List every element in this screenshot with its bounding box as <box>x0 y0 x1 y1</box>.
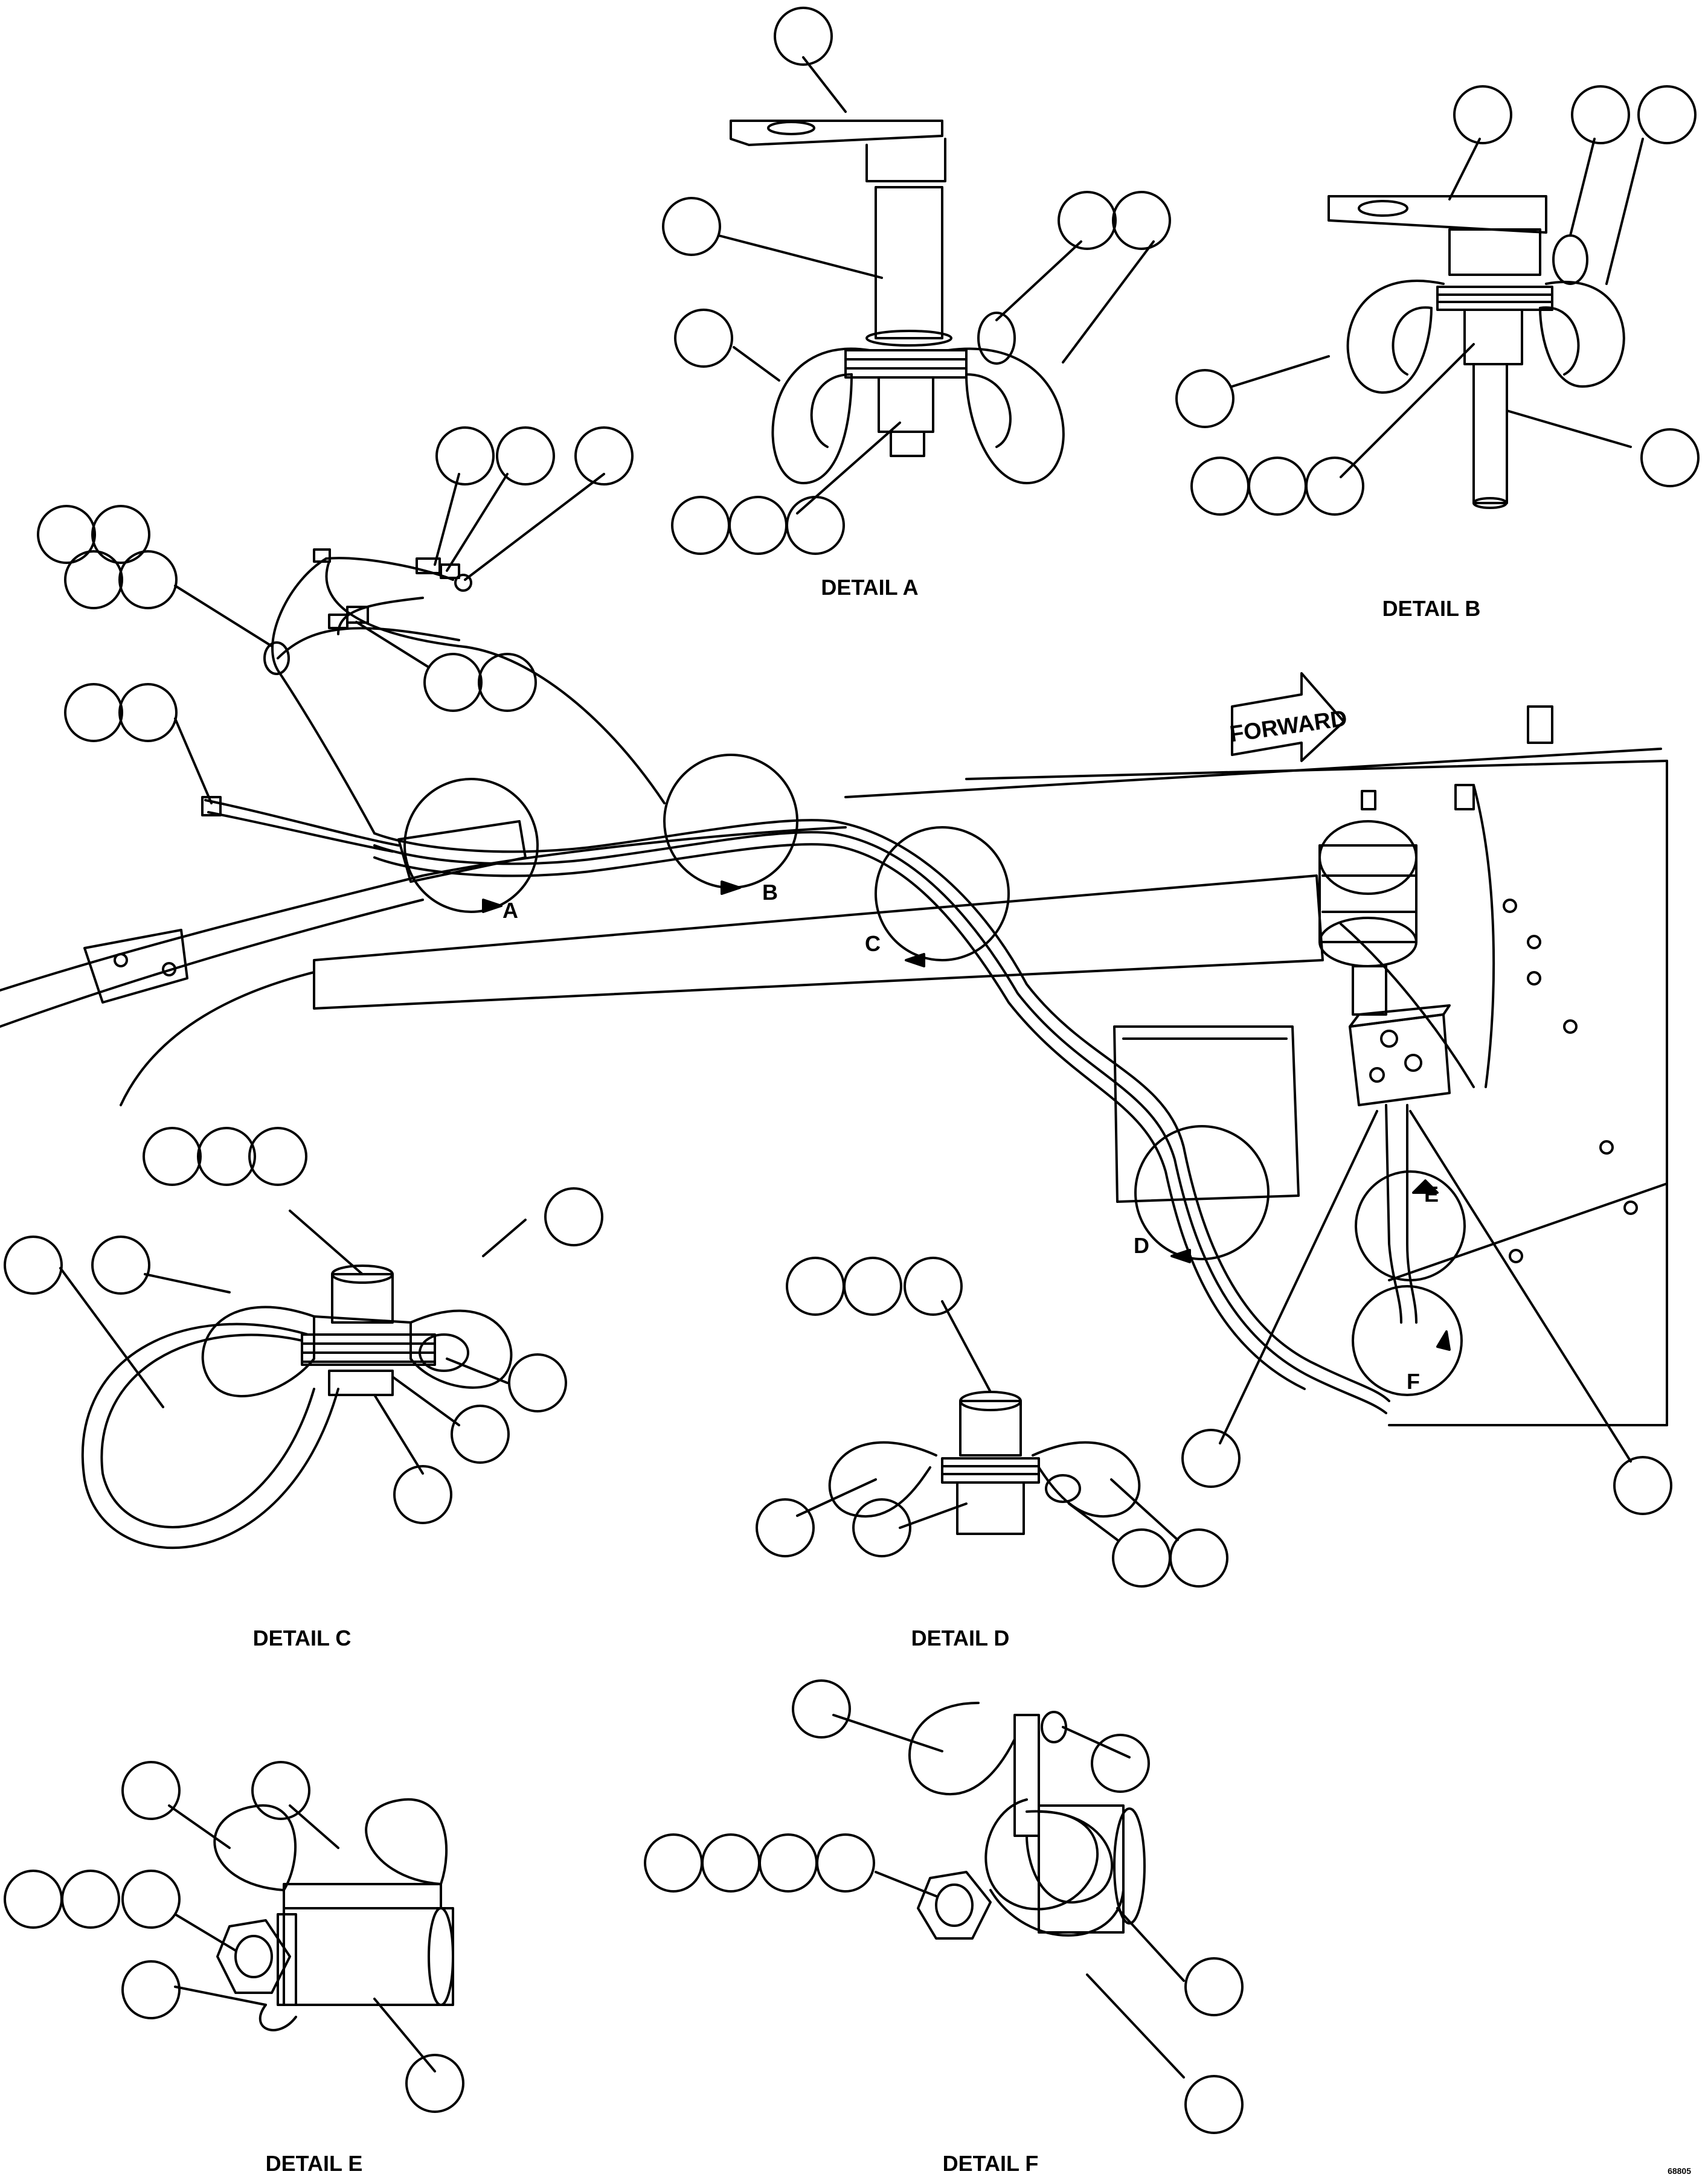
callout-balloon <box>405 2054 464 2113</box>
callout-balloon <box>1058 191 1117 250</box>
callout-balloon <box>1637 85 1697 144</box>
view-letter-e: E <box>1424 1182 1439 1207</box>
callout-balloon <box>1640 428 1700 487</box>
detail-c-view <box>4 1127 603 1550</box>
detail-f-locator <box>1352 1285 1463 1396</box>
callout-balloon <box>774 7 833 66</box>
callout-balloon <box>423 653 483 712</box>
view-letter-a: A <box>502 898 518 923</box>
callout-balloon <box>451 1405 510 1464</box>
callout-balloon <box>756 1498 815 1557</box>
detail-f-view <box>644 1679 1244 2134</box>
callout-balloon <box>671 496 730 555</box>
callout-balloon <box>1190 457 1250 516</box>
figure-number: 68805 <box>1668 2166 1691 2176</box>
callout-balloon <box>91 505 150 564</box>
callout-balloon <box>393 1465 452 1524</box>
detail-f-label: DETAIL F <box>943 2151 1039 2176</box>
detail-e-locator <box>1355 1170 1466 1281</box>
callout-balloon <box>674 309 733 368</box>
detail-c-label: DETAIL C <box>253 1626 352 1650</box>
callout-balloon <box>574 426 634 486</box>
callout-balloon <box>544 1187 603 1246</box>
callout-balloon <box>64 683 123 742</box>
callout-balloon <box>1175 369 1234 428</box>
callout-balloon <box>904 1257 963 1316</box>
callout-balloon <box>1112 191 1171 250</box>
callout-balloon <box>37 505 96 564</box>
callout-balloon <box>496 426 555 486</box>
view-letter-c: C <box>865 931 881 956</box>
callout-balloon <box>197 1127 256 1186</box>
callout-balloon <box>1184 1957 1244 2016</box>
callout-balloon <box>1453 85 1512 144</box>
detail-c-locator <box>875 826 1010 961</box>
callout-balloon <box>759 1833 818 1893</box>
callout-balloon <box>435 426 495 486</box>
callout-balloon <box>248 1127 307 1186</box>
detail-a-locator <box>403 778 539 913</box>
callout-balloon <box>728 496 788 555</box>
view-letter-d: D <box>1134 1233 1149 1258</box>
callout-balloon <box>121 1870 181 1929</box>
callout-balloon <box>118 550 178 609</box>
callout-balloon <box>852 1498 911 1557</box>
detail-e-view <box>4 1761 464 2113</box>
detail-d-locator <box>1134 1125 1270 1260</box>
view-letter-b: B <box>762 880 778 905</box>
callout-balloon <box>1181 1429 1241 1488</box>
callout-balloon <box>121 1960 181 2019</box>
callout-balloon <box>701 1833 760 1893</box>
callout-balloon <box>143 1127 202 1186</box>
callout-balloon <box>4 1236 63 1295</box>
callout-balloon <box>478 653 537 712</box>
callout-balloon <box>1305 457 1364 516</box>
callout-balloon <box>4 1870 63 1929</box>
callout-balloon <box>786 1257 845 1316</box>
main-assembly-view <box>0 426 1672 1515</box>
callout-balloon <box>1091 1734 1150 1793</box>
forward-arrow <box>1231 672 1345 762</box>
callout-balloon <box>644 1833 703 1893</box>
callout-balloon <box>91 1236 150 1295</box>
detail-d-label: DETAIL D <box>911 1626 1010 1650</box>
forward-label: FORWARD <box>1228 706 1349 748</box>
callout-balloon <box>1613 1456 1672 1515</box>
view-letter-f: F <box>1407 1369 1420 1394</box>
detail-b-view <box>1175 85 1700 516</box>
callout-balloon <box>1112 1528 1171 1588</box>
callout-balloon <box>1169 1528 1228 1588</box>
callout-balloon <box>118 683 178 742</box>
callout-balloon <box>662 197 721 256</box>
callout-balloon <box>121 1761 181 1820</box>
detail-d-view <box>756 1257 1228 1588</box>
callout-balloon <box>792 1679 851 1739</box>
detail-a-label: DETAIL A <box>821 575 918 600</box>
callout-balloon <box>816 1833 875 1893</box>
callout-balloon <box>251 1761 310 1820</box>
callout-balloon <box>508 1353 567 1412</box>
callout-balloon <box>843 1257 902 1316</box>
callout-balloon <box>1184 2075 1244 2134</box>
callout-balloon <box>1571 85 1630 144</box>
callout-balloon <box>64 550 123 609</box>
callout-balloon <box>1248 457 1307 516</box>
detail-a-view <box>662 7 1171 555</box>
detail-b-label: DETAIL B <box>1382 596 1481 621</box>
callout-balloon <box>786 496 845 555</box>
callout-balloon <box>61 1870 120 1929</box>
detail-e-label: DETAIL E <box>266 2151 363 2176</box>
